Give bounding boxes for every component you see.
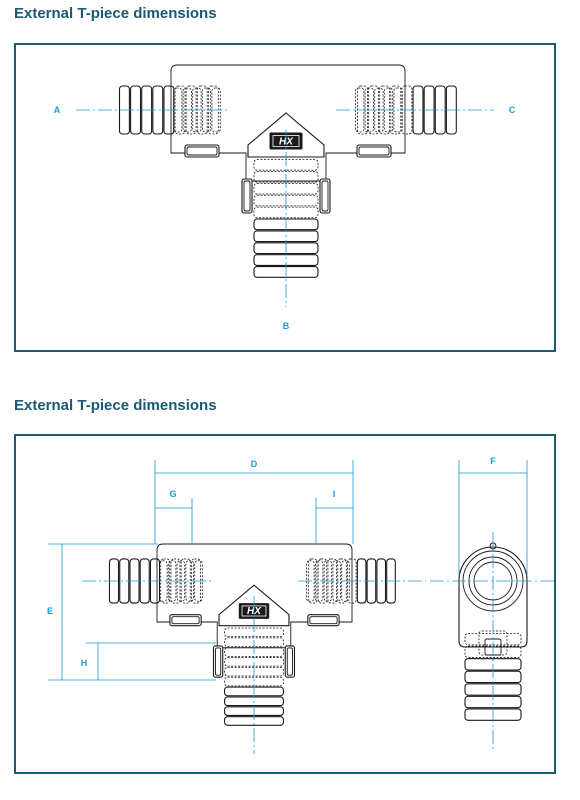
pipe-rib — [341, 560, 350, 602]
t-piece-front: HX — [118, 64, 457, 278]
figure-2-title: External T-piece dimensions — [14, 397, 217, 414]
pipe-rib — [185, 560, 194, 602]
pipe-rib — [306, 560, 315, 602]
t-piece-top-drawing: HX A C B — [54, 64, 516, 331]
clip-tab-inner — [358, 146, 390, 156]
label-f: F — [490, 456, 496, 466]
hx-logo-text: HX — [279, 137, 294, 148]
label-h: H — [81, 658, 88, 668]
pipe-rib — [253, 194, 319, 207]
clip-tab — [212, 645, 224, 678]
clip-tab-inner — [171, 616, 200, 625]
pipe-rib — [191, 558, 201, 604]
pipe-rib — [332, 560, 341, 602]
pipe-rib — [364, 87, 374, 133]
figure-1-title: External T-piece dimensions — [14, 5, 217, 22]
pipe-rib — [192, 87, 202, 133]
clip-tab-inner — [186, 146, 218, 156]
clip-tab — [307, 614, 340, 627]
clip-tab-inner — [243, 180, 251, 212]
pipe-rib — [167, 560, 177, 602]
t-body-outline — [170, 64, 406, 182]
label-c: C — [509, 105, 516, 115]
clip-tab — [356, 144, 392, 158]
t-body-outline — [156, 543, 353, 649]
label-b: B — [283, 321, 290, 331]
hx-logo-text: HX — [247, 606, 262, 617]
clip-tab-inner — [215, 647, 222, 676]
clip-tab — [241, 178, 253, 214]
clip-tab-inner — [286, 647, 293, 676]
pipe-rib — [176, 560, 186, 602]
t-piece-front: HX — [108, 543, 396, 726]
clip-tab-inner — [321, 180, 329, 212]
pipe-rib — [327, 558, 337, 604]
label-i: I — [333, 489, 336, 499]
pipe-rib — [159, 560, 168, 602]
clip-tab — [184, 144, 220, 158]
clip-tab — [284, 645, 296, 678]
label-d: D — [251, 459, 258, 469]
figure-2-panel: HX D G I E H F — [14, 434, 556, 774]
figure-1-panel: HX A C B — [14, 43, 556, 352]
clip-tab — [169, 614, 202, 627]
label-e: E — [47, 606, 53, 616]
clip-tab-inner — [309, 616, 338, 625]
clip-tab — [319, 178, 331, 214]
pipe-rib — [323, 560, 333, 602]
pipe-rib — [314, 560, 324, 602]
pipe-rib — [194, 560, 203, 602]
label-g: G — [169, 489, 176, 499]
label-a: A — [54, 105, 61, 115]
t-piece-dimension-drawing: HX D G I E H F — [47, 456, 554, 754]
pipe-rib — [253, 171, 319, 183]
